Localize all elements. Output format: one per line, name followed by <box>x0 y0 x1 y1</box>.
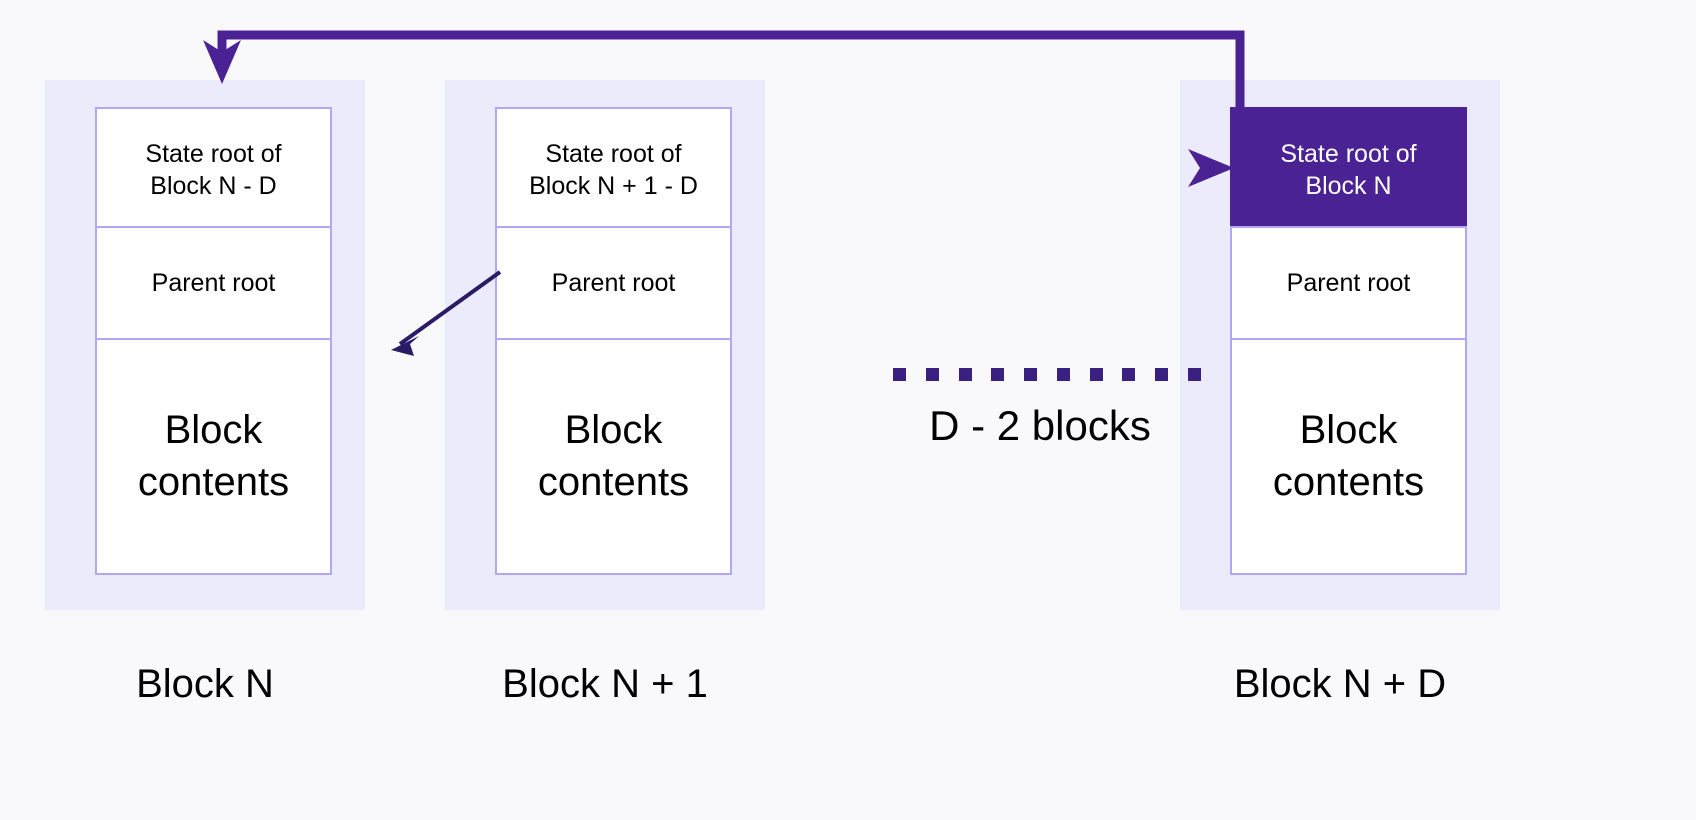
block-contents-line-1: Block <box>164 408 263 453</box>
block-contents-box-block-n-plus-d: Block contents <box>1230 338 1467 575</box>
block-contents-line-1: Block <box>1299 408 1398 453</box>
gap-caption: D - 2 blocks <box>929 402 1151 449</box>
ellipsis-dot <box>1187 367 1201 381</box>
column-label-block-n: Block N <box>136 662 274 706</box>
column-label-block-n-plus-1: Block N + 1 <box>502 662 708 706</box>
ellipsis-dot <box>958 367 972 381</box>
ellipsis-dot <box>1089 367 1103 381</box>
state-root-box-block-n-plus-1: State root of Block N + 1 - D <box>495 107 732 233</box>
ellipsis-dot <box>1122 367 1136 381</box>
ellipsis-dot <box>893 367 906 381</box>
state-root-box-block-n-plus-d: State root of Block N <box>1230 107 1467 233</box>
state-root-line-2: Block N + 1 - D <box>529 172 698 200</box>
block-column-block-n-plus-d: State root of Block N Parent root Block … <box>1180 80 1500 610</box>
block-column-block-n: State root of Block N - D Parent root Bl… <box>45 80 365 610</box>
block-contents-box-block-n: Block contents <box>95 338 332 575</box>
parent-root-box-block-n-plus-1: Parent root <box>495 226 732 340</box>
state-root-line-2: Block N <box>1305 172 1392 200</box>
parent-root-label: Parent root <box>1286 269 1411 297</box>
ellipsis-dot <box>925 367 939 381</box>
state-root-line-1: State root of <box>545 140 682 168</box>
state-root-line-2: Block N - D <box>150 172 277 200</box>
ellipsis-dot <box>991 367 1005 381</box>
block-contents-line-2: contents <box>1272 459 1425 504</box>
block-column-block-n-plus-1: State root of Block N + 1 - D Parent roo… <box>445 80 765 610</box>
parent-root-box-block-n: Parent root <box>95 226 332 340</box>
ellipsis-dot <box>1056 367 1070 381</box>
ellipsis-dot <box>1024 367 1038 381</box>
block-contents-box-block-n-plus-1: Block contents <box>495 338 732 575</box>
column-label-block-n-plus-d: Block N + D <box>1233 662 1447 706</box>
ellipsis-dot <box>1155 367 1169 381</box>
block-contents-line-2: contents <box>137 459 290 504</box>
ellipsis-dots <box>893 366 1201 382</box>
block-contents-line-1: Block <box>564 408 663 453</box>
state-root-box-block-n: State root of Block N - D <box>95 107 332 233</box>
state-root-line-1: State root of <box>1280 140 1417 168</box>
parent-root-label: Parent root <box>551 269 676 297</box>
block-contents-line-2: contents <box>537 459 690 504</box>
parent-root-box-block-n-plus-d: Parent root <box>1230 226 1467 340</box>
state-root-line-1: State root of <box>145 140 282 168</box>
parent-root-label: Parent root <box>151 269 276 297</box>
